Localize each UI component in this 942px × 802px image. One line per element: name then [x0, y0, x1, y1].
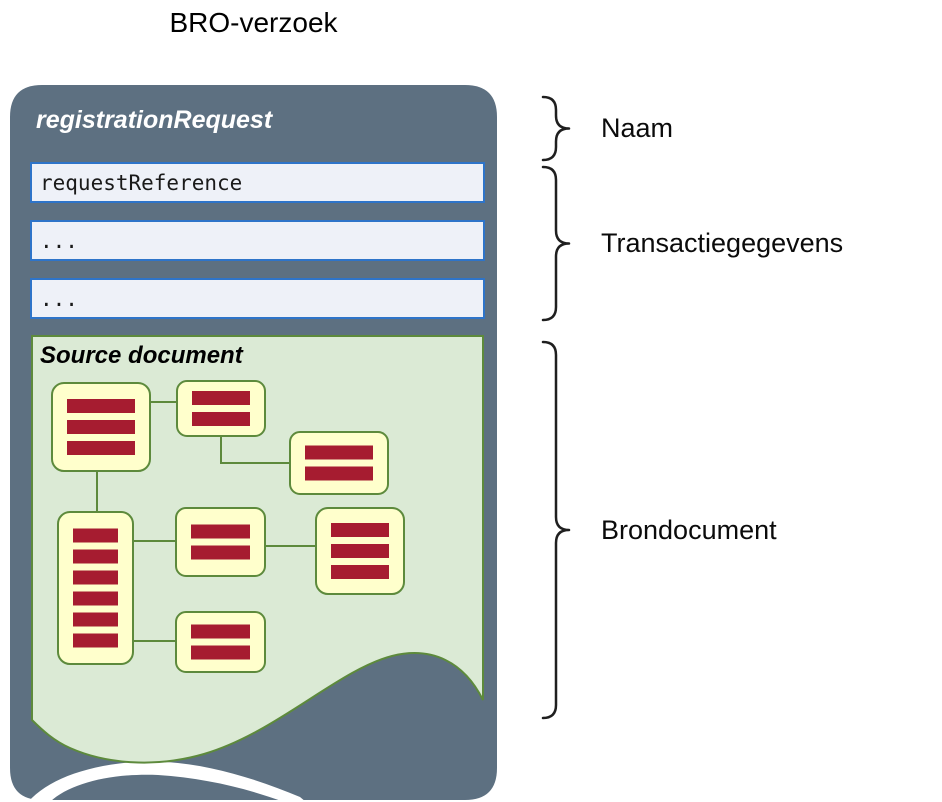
field-text: ...: [40, 286, 78, 311]
record-bar: [305, 445, 373, 460]
record-node: [315, 507, 405, 595]
annotation-transactiegegevens: Transactiegegevens: [601, 228, 844, 258]
record-node-box: [289, 431, 389, 495]
record-bar: [331, 565, 389, 579]
record-bar: [331, 544, 389, 558]
field-ellipsis-1: ...: [30, 220, 485, 261]
record-bar: [73, 612, 118, 627]
envelope-bottom-wave: [28, 761, 306, 802]
record-node-box: [175, 611, 266, 673]
field-text: requestReference: [40, 170, 243, 195]
annotation-naam: Naam: [601, 113, 674, 143]
record-node-box: [176, 380, 266, 437]
record-node: [176, 380, 266, 437]
record-node: [175, 507, 266, 577]
brace-transactiegegevens: [541, 165, 571, 322]
record-node: [289, 431, 389, 495]
record-bar: [73, 633, 118, 648]
record-bar: [191, 624, 250, 639]
record-bar: [305, 466, 373, 481]
annotation-braces: [541, 95, 571, 720]
record-node: [175, 611, 266, 673]
record-bar: [191, 545, 250, 560]
field-ellipsis-2: ...: [30, 278, 485, 319]
record-bar: [67, 420, 135, 434]
record-node: [51, 382, 151, 472]
record-node-box: [175, 507, 266, 577]
brace-naam: [541, 95, 571, 162]
record-node: [57, 511, 134, 665]
connector-line: [220, 436, 290, 464]
record-bar: [73, 591, 118, 606]
brace-brondocument: [541, 340, 571, 720]
record-bar: [192, 412, 250, 426]
registration-request-label: registrationRequest: [36, 106, 273, 134]
record-bar: [73, 570, 118, 585]
record-bar: [331, 523, 389, 537]
record-bar: [67, 399, 135, 413]
source-document-label: Source document: [40, 342, 243, 369]
field-request-reference: requestReference: [30, 162, 485, 203]
record-bar: [67, 441, 135, 455]
field-text: ...: [40, 228, 78, 253]
annotation-brondocument: Brondocument: [601, 515, 777, 545]
record-bar: [192, 391, 250, 405]
node-connectors: [96, 401, 316, 642]
record-bar: [73, 528, 118, 543]
record-bar: [191, 524, 250, 539]
record-bar: [191, 645, 250, 660]
record-bar: [73, 549, 118, 564]
diagram-title: BRO-verzoek: [169, 7, 338, 38]
